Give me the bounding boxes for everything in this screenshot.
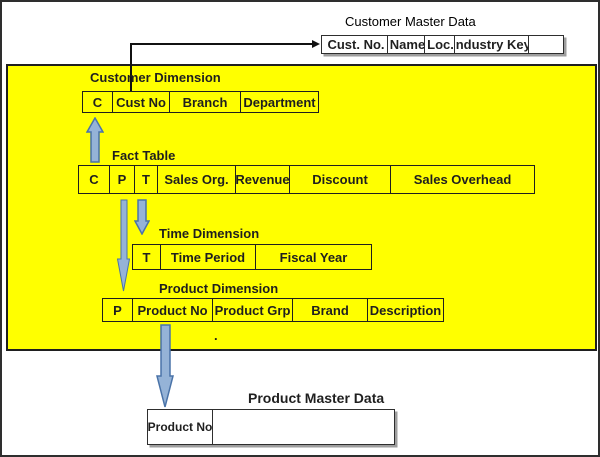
product-dimension-title: Product Dimension: [159, 281, 279, 296]
customer-master-data-row: Cust. No. Name Loc. Industry Key: [321, 35, 564, 54]
proddim-cell-description: Description: [369, 302, 442, 318]
pmd-cell-empty: [213, 410, 394, 444]
time-link-down-arrow: [134, 199, 150, 235]
pmd-cell-product-no: Product No: [148, 410, 213, 444]
proddim-cell-brand: Brand: [293, 299, 368, 321]
fact-cell-revenue: Revenue: [236, 166, 290, 193]
proddim-cell-p: P: [103, 299, 133, 321]
proddim-cell-product-no: Product No: [133, 299, 213, 321]
proddim-cell-product-grp: Product Grp: [213, 299, 293, 321]
cmd-cell-name: Name: [389, 36, 425, 53]
product-link-down-arrow: [117, 199, 130, 292]
fact-cell-sales-org: Sales Org.: [158, 166, 236, 193]
fact-cell-p: P: [110, 166, 135, 193]
timedim-cell-fiscal-year: Fiscal Year: [279, 249, 348, 265]
custdim-cell-department: Department: [243, 94, 316, 110]
cmd-cell-empty: [529, 36, 563, 53]
stray-period-text: .: [214, 328, 218, 343]
fact-table-row: C P T Sales Org. Revenue Discount Sales …: [78, 165, 535, 194]
time-dimension-title: Time Dimension: [159, 226, 260, 241]
product-dimension-row: P Product No Product Grp Brand Descripti…: [102, 298, 444, 322]
customer-link-up-arrow: [86, 117, 104, 163]
cmd-cell-loc: Loc.: [425, 36, 455, 53]
cmd-cell-industry-key: Industry Key: [455, 36, 529, 53]
customer-master-data-title: Customer Master Data: [345, 14, 476, 29]
fact-table-title: Fact Table: [112, 148, 176, 163]
product-master-data-title: Product Master Data: [248, 390, 385, 406]
custdim-cell-cust-no: Cust No: [113, 92, 170, 112]
connector-horizontal-line: [130, 43, 314, 45]
fact-cell-t: T: [135, 166, 158, 193]
connector-vertical-line: [130, 43, 132, 92]
product-master-link-down-arrow: [156, 324, 174, 408]
custdim-cell-c: C: [83, 92, 113, 112]
customer-dimension-title: Customer Dimension: [90, 70, 221, 85]
fact-cell-sales-overhead: Sales Overhead: [413, 172, 512, 187]
fact-cell-c: C: [79, 166, 110, 193]
timedim-cell-time-period: Time Period: [161, 245, 256, 269]
custdim-cell-branch: Branch: [170, 92, 241, 112]
cmd-cell-cust-no: Cust. No.: [322, 36, 388, 53]
product-master-data-row: Product No: [147, 409, 395, 445]
time-dimension-row: T Time Period Fiscal Year: [132, 244, 372, 270]
customer-dimension-row: C Cust No Branch Department: [82, 91, 319, 113]
connector-arrowhead-icon: [312, 40, 320, 48]
fact-cell-discount: Discount: [290, 166, 391, 193]
timedim-cell-t: T: [133, 245, 161, 269]
